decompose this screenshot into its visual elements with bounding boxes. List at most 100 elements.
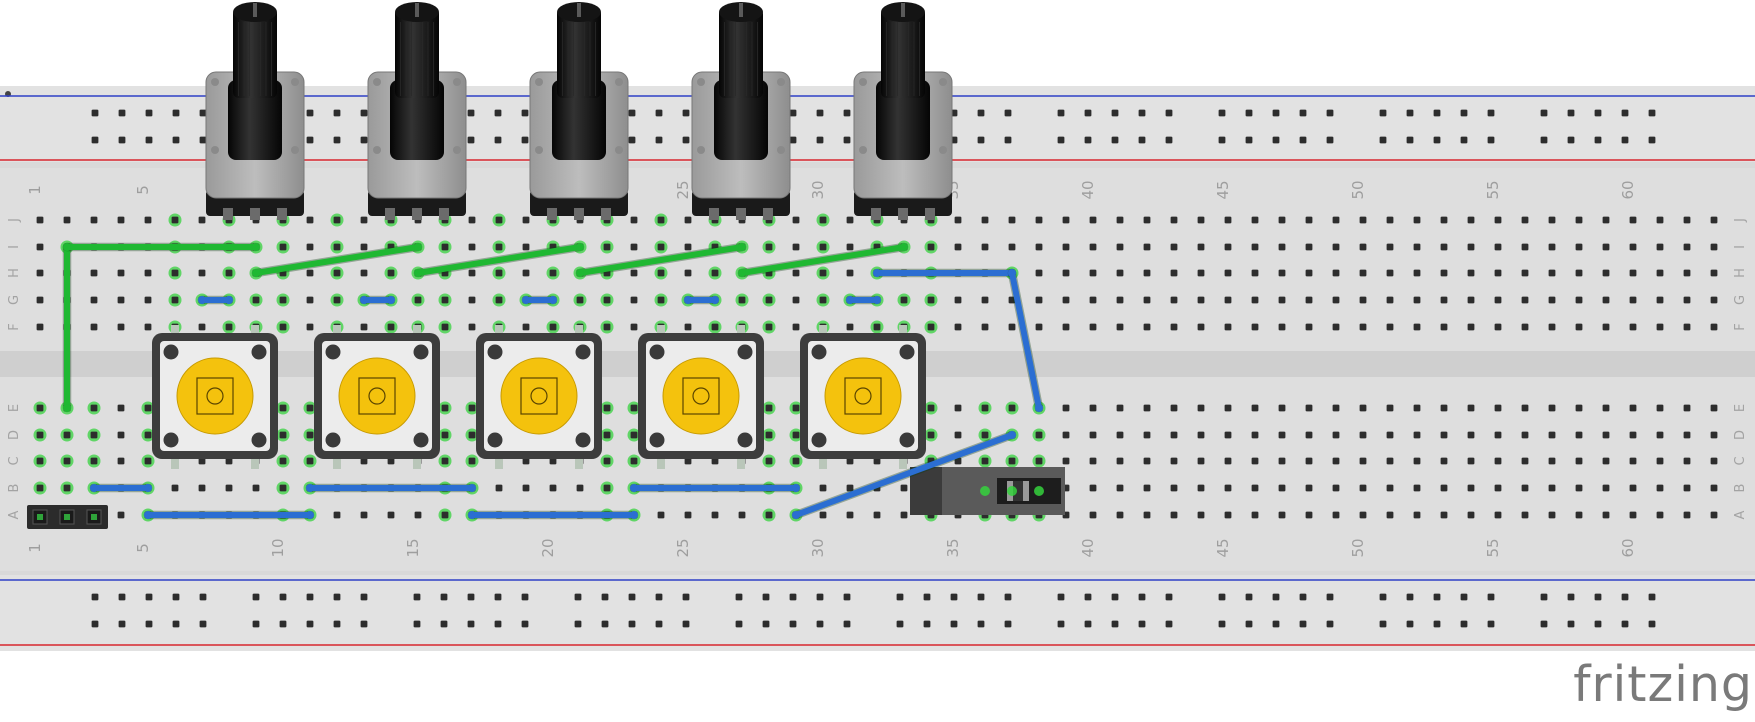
- hole: [1224, 431, 1232, 439]
- hole: [1548, 484, 1556, 492]
- rail-hole: [91, 109, 99, 117]
- hole: [1089, 243, 1097, 251]
- hole: [981, 323, 989, 331]
- hole: [792, 323, 800, 331]
- pot-pin: [412, 208, 422, 220]
- pot-pin: [601, 208, 611, 220]
- rail-hole: [1487, 109, 1495, 117]
- button-cap: [500, 357, 578, 435]
- hole: [1278, 511, 1286, 519]
- hole: [603, 404, 611, 412]
- rail-hole: [252, 593, 260, 601]
- hole: [1575, 243, 1583, 251]
- hole: [1467, 243, 1475, 251]
- hole: [1278, 323, 1286, 331]
- hole: [1413, 404, 1421, 412]
- rail-hole: [199, 136, 207, 144]
- hole: [1170, 269, 1178, 277]
- pot-collar: [876, 80, 930, 160]
- hole: [90, 323, 98, 331]
- hole: [954, 431, 962, 439]
- hole: [468, 243, 476, 251]
- hole: [1548, 296, 1556, 304]
- hole: [360, 243, 368, 251]
- blue-wire-end: [144, 484, 152, 492]
- hole: [1467, 216, 1475, 224]
- rail-hole: [306, 109, 314, 117]
- hole: [684, 323, 692, 331]
- hole: [1359, 269, 1367, 277]
- button-corner-dot: [649, 344, 665, 360]
- hole: [603, 484, 611, 492]
- hole: [1440, 431, 1448, 439]
- hole: [1116, 216, 1124, 224]
- hole: [711, 323, 719, 331]
- hole: [603, 431, 611, 439]
- hole: [90, 457, 98, 465]
- pot-3: [529, 2, 629, 220]
- hole: [1305, 511, 1313, 519]
- hole: [252, 296, 260, 304]
- blue-wire-end: [792, 484, 800, 492]
- green-wire-end: [252, 269, 260, 277]
- hole: [657, 216, 665, 224]
- hole: [1359, 323, 1367, 331]
- blue-wire-end: [522, 296, 530, 304]
- hole: [1413, 431, 1421, 439]
- col-label-top: 40: [1079, 180, 1097, 199]
- hole: [1413, 243, 1421, 251]
- rail-hole: [1084, 136, 1092, 144]
- hole: [1359, 511, 1367, 519]
- hole: [1197, 269, 1205, 277]
- fritzing-logo: fritzing: [1573, 656, 1753, 713]
- rail-hole: [333, 620, 341, 628]
- hole: [306, 323, 314, 331]
- hole: [1413, 323, 1421, 331]
- hole: [792, 296, 800, 304]
- hole: [1683, 511, 1691, 519]
- hole: [1332, 323, 1340, 331]
- rail-hole: [306, 620, 314, 628]
- hole: [1683, 404, 1691, 412]
- switch-pin: [1007, 486, 1017, 496]
- col-label-bottom: 10: [269, 538, 287, 557]
- rail-hole: [1138, 593, 1146, 601]
- rail-hole: [1460, 136, 1468, 144]
- hole: [819, 216, 827, 224]
- rail-hole: [896, 620, 904, 628]
- hole: [1710, 323, 1718, 331]
- rail-hole: [1567, 593, 1575, 601]
- green-wire-end: [414, 269, 422, 277]
- hole: [1575, 431, 1583, 439]
- hole: [1116, 296, 1124, 304]
- button-leg: [575, 325, 583, 337]
- button-leg: [171, 457, 179, 469]
- pushbuttons: [152, 325, 926, 469]
- hole: [1548, 243, 1556, 251]
- hole: [1089, 511, 1097, 519]
- rail-hole: [145, 620, 153, 628]
- rail-hole: [1406, 109, 1414, 117]
- hole: [360, 269, 368, 277]
- hole: [1170, 296, 1178, 304]
- hole: [846, 216, 854, 224]
- hole: [279, 457, 287, 465]
- rail-hole: [1433, 620, 1441, 628]
- rail-hole: [1138, 620, 1146, 628]
- rail-hole: [360, 620, 368, 628]
- hole: [1170, 457, 1178, 465]
- hole: [1170, 484, 1178, 492]
- hole: [171, 269, 179, 277]
- hole: [1089, 484, 1097, 492]
- hole: [1656, 243, 1664, 251]
- hole: [819, 296, 827, 304]
- button-leg: [333, 325, 341, 337]
- pot-pin: [574, 208, 584, 220]
- hole: [306, 296, 314, 304]
- hole: [954, 296, 962, 304]
- hole: [36, 404, 44, 412]
- hole: [90, 216, 98, 224]
- rail-hole: [1621, 593, 1629, 601]
- pot-pin: [385, 208, 395, 220]
- rail-hole: [843, 109, 851, 117]
